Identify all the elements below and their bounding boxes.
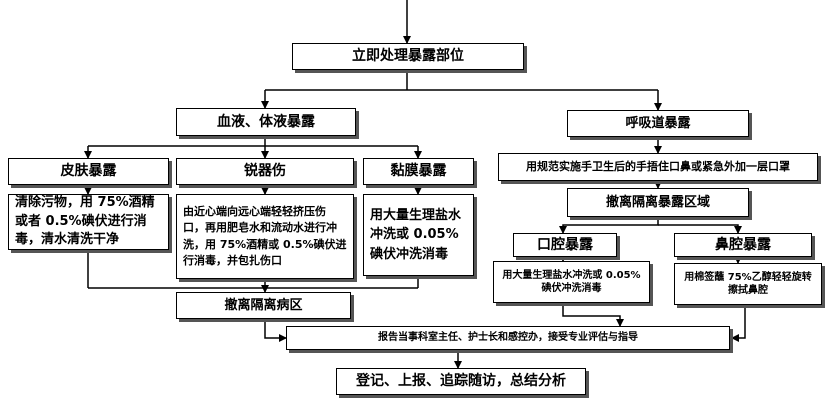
skin-action-box: 清除污物，用 75%酒精或者 0.5%碘伏进行消毒，清水清洗干净 (8, 194, 169, 250)
report-box: 报告当事科室主任、护士长和感控办，接受专业评估与指导 (286, 326, 730, 350)
edge-to-nasal (658, 224, 742, 234)
nasal-exposure-box: 鼻腔暴露 (674, 233, 812, 257)
edge-to-oral (559, 217, 659, 234)
blood-fluid-exposure-box: 血液、体液暴露 (176, 108, 356, 136)
final-summary-box: 登记、上报、追踪随访，总结分析 (336, 368, 586, 395)
oral-action-box: 用大量生理盐水冲洗或 0.05%碘伏冲洗消毒 (493, 261, 650, 303)
nasal-action-box: 用棉签蘸 75%乙醇轻轻旋转擦拭鼻腔 (674, 263, 822, 305)
edge-nasal-report (731, 305, 746, 342)
sharp-action-box: 由近心端向远心端轻轻挤压伤口，再用肥皂水和流动水进行冲洗，用 75%酒精或 0.… (176, 194, 354, 279)
mucosa-action-box: 用大量生理盐水冲洗或 0.05%碘伏冲洗消毒 (363, 194, 474, 276)
skin-exposure-box: 皮肤暴露 (8, 158, 169, 185)
oral-exposure-box: 口腔暴露 (513, 233, 617, 257)
mucosa-exposure-box: 黏膜暴露 (363, 158, 474, 185)
edge-oral-report (562, 303, 624, 327)
sharp-injury-box: 锐器伤 (176, 158, 354, 185)
edge-evac-report (264, 319, 287, 342)
evacuate-ward-box: 撤离隔离病区 (176, 292, 351, 319)
respiratory-action-box: 用规范实施手卫生后的手捂住口鼻或紧急外加一层口罩 (498, 153, 818, 181)
respiratory-exposure-box: 呼吸道暴露 (567, 110, 749, 137)
respiratory-evacuate-box: 撤离隔离暴露区域 (567, 188, 749, 217)
immediate-treatment-box: 立即处理暴露部位 (292, 43, 524, 70)
